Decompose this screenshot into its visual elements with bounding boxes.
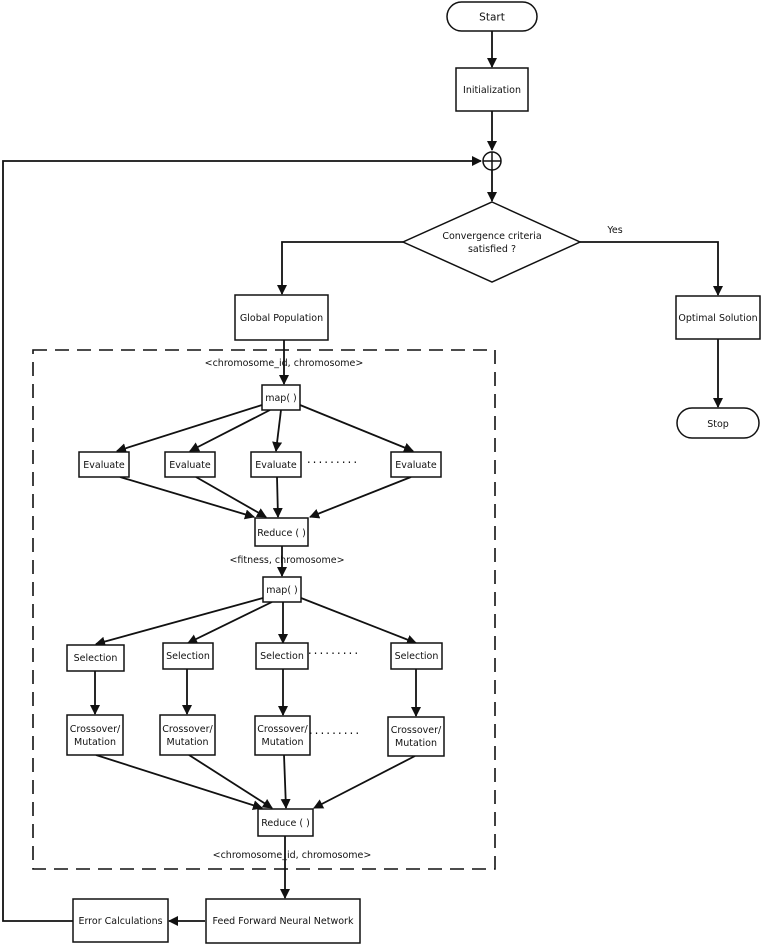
crossover-box-4 bbox=[387, 716, 445, 757]
crossover-label-4a: Crossover/ bbox=[391, 725, 442, 736]
edge-error-feedback bbox=[2, 156, 482, 922]
crossover-box-2 bbox=[159, 714, 216, 756]
evaluate-box-3 bbox=[250, 451, 302, 478]
yes-label: Yes bbox=[606, 225, 622, 236]
selection-label-2: Selection bbox=[166, 651, 210, 662]
crossover-label-1b: Mutation bbox=[74, 737, 116, 748]
selection-box-1 bbox=[66, 644, 125, 672]
map2-label: map( ) bbox=[266, 585, 298, 596]
evaluate-box-2 bbox=[164, 451, 216, 478]
kv-chromosome-top: <chromosome_id, chromosome> bbox=[205, 358, 364, 369]
selection-box-4 bbox=[390, 642, 443, 670]
feed-forward-label: Feed Forward Neural Network bbox=[213, 916, 354, 927]
start-label: Start bbox=[479, 12, 505, 24]
crossover-label-4b: Mutation bbox=[395, 738, 437, 749]
selection-label-1: Selection bbox=[74, 653, 118, 664]
kv-chromosome-bottom: <chromosome_id, chromosome> bbox=[213, 850, 372, 861]
ellipsis-3: ......... bbox=[309, 723, 361, 737]
reduce2-label: Reduce ( ) bbox=[261, 818, 310, 829]
stop-label: Stop bbox=[707, 419, 729, 430]
edge-map1-eval2 bbox=[189, 409, 271, 452]
selection-label-3: Selection bbox=[260, 651, 304, 662]
initialization-label: Initialization bbox=[463, 85, 521, 96]
ellipsis-1: ......... bbox=[307, 452, 359, 466]
edge-cross3-reduce2 bbox=[280, 754, 291, 809]
error-calc-box bbox=[72, 898, 169, 943]
crossover-box-3 bbox=[254, 715, 311, 756]
edge-map1-eval3 bbox=[272, 409, 283, 452]
crossover-label-3a: Crossover/ bbox=[257, 724, 308, 735]
global-population-box bbox=[234, 294, 329, 341]
error-calc-label: Error Calculations bbox=[78, 916, 162, 927]
connectors bbox=[2, 31, 723, 926]
evaluate-label-2: Evaluate bbox=[169, 460, 211, 471]
crossover-label-3b: Mutation bbox=[262, 737, 304, 748]
map1-box bbox=[261, 384, 301, 411]
convergence-decision bbox=[401, 201, 582, 283]
crossover-box-1 bbox=[66, 714, 124, 756]
evaluate-label-1: Evaluate bbox=[83, 460, 125, 471]
edge-map2-sel1 bbox=[95, 597, 264, 647]
edge-cross2-reduce2 bbox=[188, 754, 273, 809]
convergence-label-2: satisfied ? bbox=[468, 244, 516, 255]
initialization-box bbox=[455, 67, 529, 112]
kv-fitness: <fitness, chromosome> bbox=[229, 555, 344, 566]
crossover-label-2b: Mutation bbox=[167, 737, 209, 748]
selection-label-4: Selection bbox=[395, 651, 439, 662]
selection-box-3 bbox=[255, 642, 309, 670]
edge-decision-yes bbox=[580, 241, 723, 296]
crossover-label-1a: Crossover/ bbox=[70, 724, 121, 735]
reduce1-box bbox=[254, 517, 309, 547]
edge-cross1-reduce2 bbox=[95, 754, 263, 811]
edge-map1-eval4 bbox=[299, 404, 414, 453]
global-population-label: Global Population bbox=[240, 313, 323, 324]
crossover-label-2a: Crossover/ bbox=[162, 724, 213, 735]
map1-label: map( ) bbox=[265, 393, 297, 404]
start-terminal bbox=[446, 1, 538, 32]
edge-eval1-reduce1 bbox=[119, 476, 255, 520]
map2-box bbox=[262, 576, 302, 603]
reduce1-label: Reduce ( ) bbox=[257, 528, 306, 539]
edge-map2-sel4 bbox=[300, 597, 417, 645]
selection-box-2 bbox=[162, 642, 214, 670]
optimal-solution-box bbox=[675, 295, 761, 340]
edge-map2-sel2 bbox=[187, 601, 273, 644]
convergence-label-1: Convergence criteria bbox=[442, 231, 541, 242]
evaluate-box-1 bbox=[78, 451, 130, 478]
edge-cross4-reduce2 bbox=[313, 755, 416, 809]
evaluate-box-4 bbox=[390, 451, 442, 478]
edge-eval2-reduce1 bbox=[195, 476, 267, 518]
edge-eval4-reduce1 bbox=[309, 476, 412, 519]
evaluate-label-4: Evaluate bbox=[395, 460, 437, 471]
merge-junction-icon bbox=[482, 151, 502, 171]
optimal-solution-label: Optimal Solution bbox=[678, 313, 757, 324]
ellipsis-2: ......... bbox=[308, 643, 360, 657]
edge-map1-eval1 bbox=[116, 404, 263, 454]
reduce2-box bbox=[257, 808, 314, 837]
edge-eval3-reduce1 bbox=[272, 476, 283, 518]
stop-terminal bbox=[676, 407, 760, 439]
mapreduce-region bbox=[32, 349, 496, 870]
evaluate-label-3: Evaluate bbox=[255, 460, 297, 471]
feed-forward-box bbox=[205, 898, 361, 944]
edge-decision-no bbox=[277, 241, 403, 295]
